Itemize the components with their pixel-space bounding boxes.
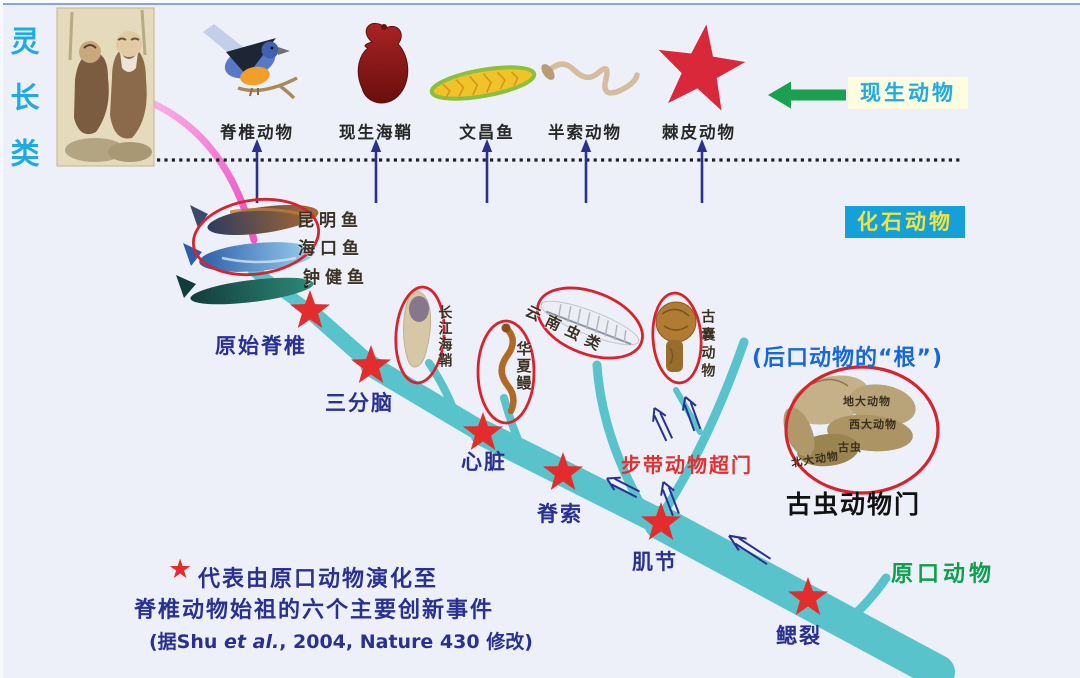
living-animals-label: 现生动物 xyxy=(848,77,968,109)
acorn-worm-icon xyxy=(541,61,640,96)
taxon-label-living-tunicate: 现生海鞘 xyxy=(339,123,413,142)
darwin-monkey-illustration xyxy=(56,7,155,167)
legend-citation: (据Shu et al., 2004, Nature 430 修改) xyxy=(149,627,533,654)
vetulicystid-ellipse xyxy=(651,291,703,385)
innovation-label-notochord: 脊索 xyxy=(537,502,583,526)
taxon-label-hemichordate: 半索动物 xyxy=(548,123,622,142)
genus-label-didazoon: 地大动物 xyxy=(843,395,891,408)
ambulacraria-label: 步带动物超门 xyxy=(621,453,753,477)
lancelet-icon xyxy=(429,65,537,101)
branch-vetulicystid xyxy=(653,337,749,526)
innovation-label-primitive-vertebra: 原始脊椎 xyxy=(215,334,307,358)
yunnanozoan-fossil-icon xyxy=(540,300,640,346)
bird-icon xyxy=(203,24,298,100)
zhongjian-fish-label: 钟健鱼 xyxy=(303,268,369,288)
branch-huaxia-eel xyxy=(500,394,530,462)
huaxia-eel-ellipse xyxy=(476,319,536,425)
up-arrow-icon xyxy=(250,137,264,205)
yunnanozoan-ellipse xyxy=(536,286,644,360)
top-border-line xyxy=(0,3,1080,5)
top-edge xyxy=(0,0,1080,3)
tree-branches xyxy=(425,337,891,627)
vetulicolia-circle xyxy=(784,365,940,495)
innovation-label-tripartite-brain: 三分脑 xyxy=(325,391,394,415)
legend-line2: 脊椎动物始祖的六个主要创新事件 xyxy=(134,598,495,623)
taxon-label-vertebrates: 脊椎动物 xyxy=(220,123,294,142)
vetulicolia-phylum-label: 古虫动物门 xyxy=(786,490,922,519)
kunming-fish-label: 昆明鱼 xyxy=(297,211,363,231)
protostome-label: 原口动物 xyxy=(891,562,996,587)
genus-label-vetulicola: 古虫 xyxy=(838,441,862,454)
legend-line1: 代表由原口动物演化至 xyxy=(198,567,439,592)
taxon-label-echinoderm: 棘皮动物 xyxy=(662,123,736,142)
vetulicolia-fossils-icon xyxy=(783,375,916,467)
branch-yunnanozoan xyxy=(592,360,653,522)
changjiang-tunicate-ellipse xyxy=(394,285,446,385)
ancestry-up-arrows xyxy=(250,137,709,205)
up-arrow-icon xyxy=(579,137,593,205)
innovation-label-heart: 心脏 xyxy=(461,450,507,474)
fossil-animals-label: 化石动物 xyxy=(845,206,965,238)
kunming-fish-icon xyxy=(190,204,319,236)
haikou-fish-label: 海口鱼 xyxy=(298,239,364,259)
changjiang-tunicate-fossil-icon xyxy=(403,290,432,368)
innovation-label-myomere: 肌节 xyxy=(632,550,678,574)
vetulicystid-fossil-icon xyxy=(655,301,697,372)
huaxia-eel-label: 华夏鳗 xyxy=(514,341,533,392)
changjiang-tunicate-label: 长江海鞘 xyxy=(436,305,453,369)
huaxia-eel-fossil-icon xyxy=(498,323,517,415)
up-arrow-icon xyxy=(480,137,494,205)
citation-prefix: (据Shu xyxy=(149,631,225,653)
haikou-fish-icon xyxy=(183,242,315,272)
living-animals-arrow-icon xyxy=(768,81,846,109)
legend-star-icon: ★ xyxy=(168,554,193,585)
deuterostome-root-label: (后口动物的“根”) xyxy=(752,346,944,371)
genus-label-xidazoon: 西大动物 xyxy=(849,418,897,431)
innovation-label-gill-slits: 鳃裂 xyxy=(776,624,822,648)
branch-changjiang-tunicate xyxy=(425,359,460,420)
fossil-highlight-ellipses xyxy=(192,197,940,495)
left-edge xyxy=(0,0,3,678)
sea-squirt-icon xyxy=(357,22,409,104)
vetulicystid-label: 古囊动物 xyxy=(699,309,716,381)
up-arrow-icon xyxy=(695,137,709,205)
up-arrow-icon xyxy=(369,137,383,205)
zhongjian-fish-icon xyxy=(176,275,314,305)
primates-label: 灵长类 xyxy=(6,26,40,194)
double-arrow-icon xyxy=(647,403,677,444)
fossil-fish-group-ellipse xyxy=(192,197,320,277)
branch-protostome xyxy=(841,573,891,627)
starfish-icon xyxy=(651,18,750,113)
taxon-label-lancelet: 文昌鱼 xyxy=(459,123,515,142)
citation-et-al: et al. xyxy=(224,631,280,653)
citation-suffix: , 2004, Nature 430 修改) xyxy=(279,631,533,653)
